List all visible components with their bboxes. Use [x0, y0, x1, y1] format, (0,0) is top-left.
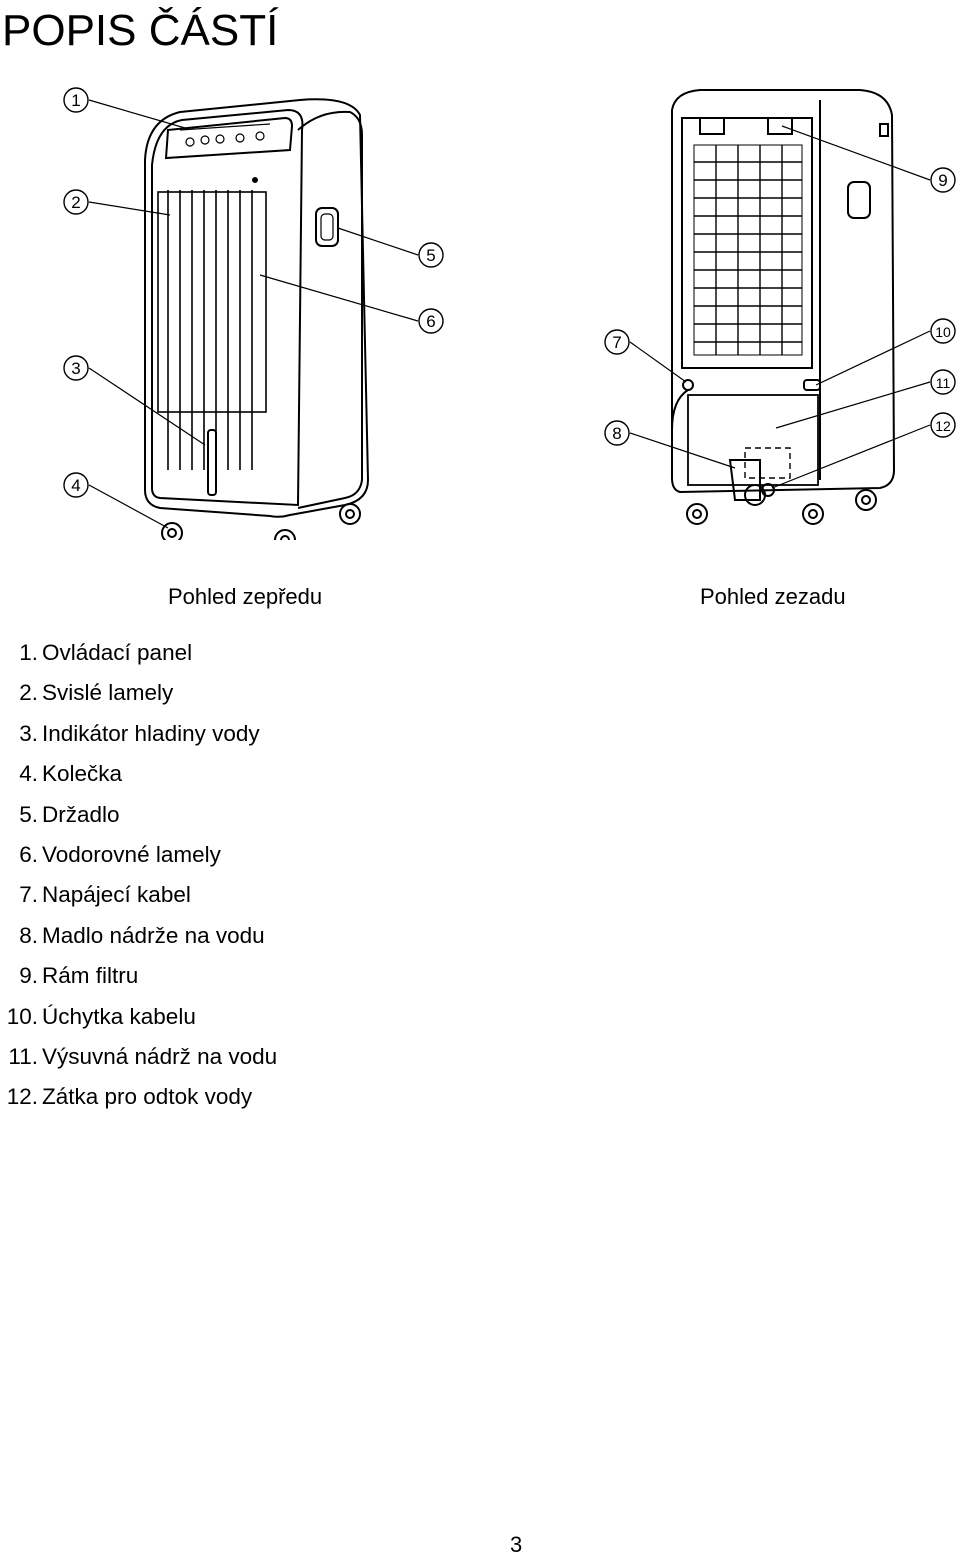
- callout-label: 4: [71, 476, 80, 495]
- page-title: POPIS ČÁSTÍ: [2, 6, 279, 55]
- list-item: 6.Vodorovné lamely: [0, 840, 277, 880]
- list-item: 4.Kolečka: [0, 759, 277, 799]
- item-label: Rám filtru: [42, 963, 139, 989]
- item-number: 12.: [6, 1084, 38, 1110]
- callout-label: 5: [426, 246, 435, 265]
- list-item: 11.Výsuvná nádrž na vodu: [0, 1042, 277, 1082]
- product-diagram: 1 2 3 4 5 6 7 8 9 10 11 12: [63, 87, 956, 540]
- callout-label: 11: [936, 375, 951, 391]
- list-item: 1.Ovládací panel: [0, 638, 277, 678]
- list-item: 10.Úchytka kabelu: [0, 1002, 277, 1042]
- list-item: 5.Držadlo: [0, 800, 277, 840]
- item-label: Svislé lamely: [42, 680, 174, 706]
- callout-label: 1: [71, 91, 80, 110]
- callout-label: 6: [426, 312, 435, 331]
- item-number: 5.: [19, 801, 38, 827]
- item-label: Výsuvná nádrž na vodu: [42, 1043, 278, 1069]
- callout-label: 9: [938, 171, 947, 190]
- item-label: Madlo nádrže na vodu: [42, 922, 265, 948]
- callout-label: 10: [935, 324, 951, 340]
- item-number: 2.: [19, 680, 38, 706]
- item-number: 6.: [19, 841, 38, 867]
- list-item: 9.Rám filtru: [0, 961, 277, 1001]
- item-number: 3.: [19, 720, 38, 746]
- item-number: 11.: [8, 1043, 38, 1069]
- list-item: 2.Svislé lamely: [0, 678, 277, 718]
- item-label: Vodorovné lamely: [42, 841, 221, 867]
- list-item: 8.Madlo nádrže na vodu: [0, 921, 277, 961]
- list-item: 7.Napájecí kabel: [0, 880, 277, 920]
- item-number: 4.: [19, 761, 38, 787]
- item-label: Ovládací panel: [42, 640, 193, 665]
- item-label: Zátka pro odtok vody: [42, 1084, 253, 1110]
- item-label: Napájecí kabel: [42, 882, 191, 908]
- front-view-caption: Pohled zepředu: [168, 584, 323, 609]
- item-label: Úchytka kabelu: [42, 1003, 196, 1029]
- callout-label: 8: [612, 424, 621, 443]
- item-label: Držadlo: [42, 801, 120, 827]
- callout-label: 7: [612, 333, 621, 352]
- callout-label: 12: [935, 418, 951, 434]
- parts-list: 1.Ovládací panel 2.Svislé lamely 3.Indik…: [0, 638, 277, 1123]
- item-number: 1.: [19, 640, 38, 665]
- item-label: Kolečka: [42, 761, 123, 787]
- item-number: 7.: [19, 882, 38, 908]
- callout-label: 3: [71, 359, 80, 378]
- front-view-illustration: [144, 98, 370, 540]
- item-number: 9.: [19, 963, 38, 989]
- list-item: 3.Indikátor hladiny vody: [0, 719, 277, 759]
- item-number: 10.: [6, 1003, 38, 1029]
- list-item: 12.Zátka pro odtok vody: [0, 1082, 277, 1122]
- item-label: Indikátor hladiny vody: [42, 720, 260, 746]
- callout-label: 2: [71, 193, 80, 212]
- item-number: 8.: [19, 922, 38, 948]
- back-view-caption: Pohled zezadu: [700, 584, 846, 609]
- back-view-illustration: [671, 89, 896, 525]
- page-number: 3: [510, 1532, 523, 1557]
